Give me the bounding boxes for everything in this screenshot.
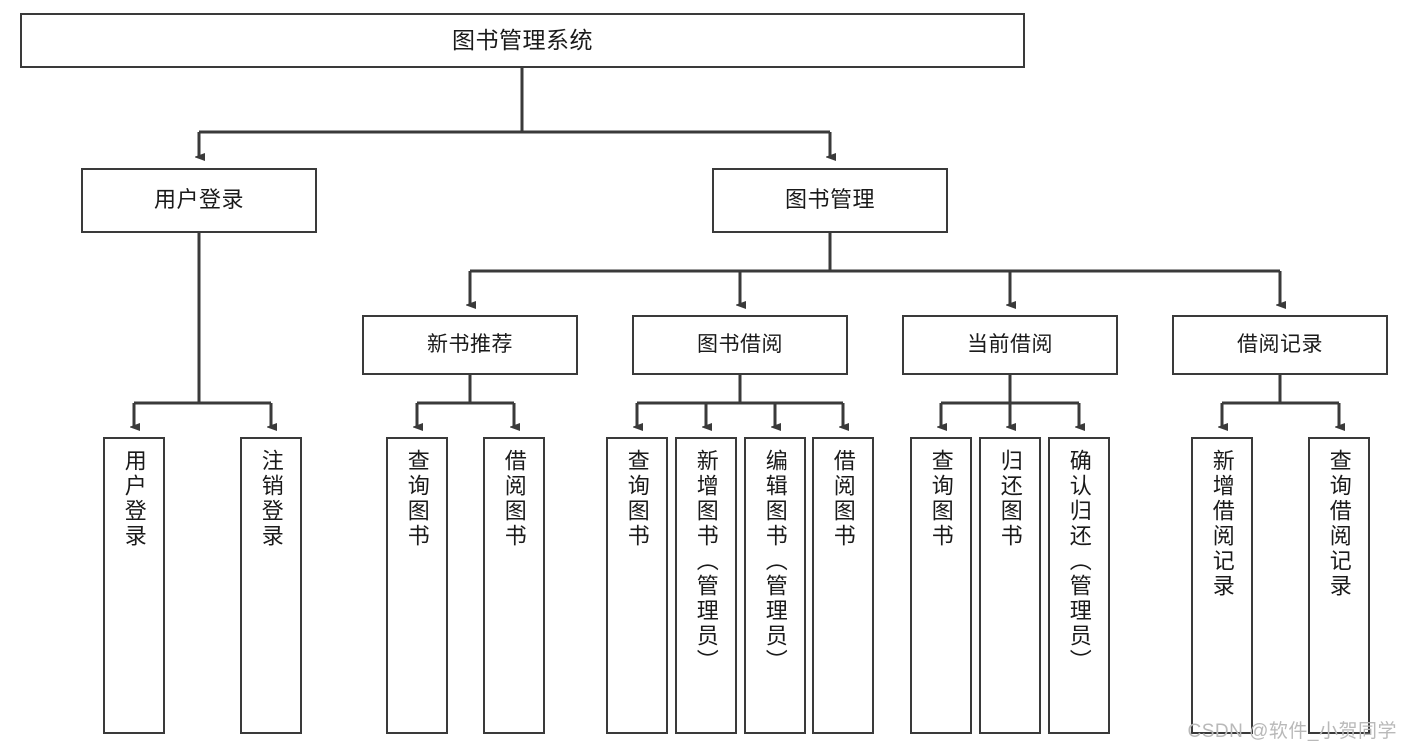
leaf-current-borrow-query-book[interactable]: 查询图书 [910,437,972,734]
watermark-text: CSDN @软件_小贺同学 [1187,721,1397,742]
node-label: 查询借阅记录 [1326,449,1352,599]
node-label: 新书推荐 [427,333,513,357]
node-label: 归还图书 [997,449,1023,549]
node-label: 确认归还（管理员） [1066,449,1092,674]
node-label: 借阅记录 [1237,333,1323,357]
leaf-current-borrow-return-book[interactable]: 归还图书 [979,437,1041,734]
leaf-book-borrow-add-book-admin[interactable]: 新增图书（管理员） [675,437,737,734]
node-book-borrow[interactable]: 图书借阅 [632,315,848,375]
node-label: 查询图书 [404,449,430,549]
node-user-login[interactable]: 用户登录 [81,168,317,233]
node-label: 借阅图书 [501,449,527,549]
node-book-management[interactable]: 图书管理 [712,168,948,233]
node-label: 查询图书 [624,449,650,549]
leaf-current-borrow-confirm-return-admin[interactable]: 确认归还（管理员） [1048,437,1110,734]
node-label: 借阅图书 [830,449,856,549]
leaf-user-login-login[interactable]: 用户登录 [103,437,165,734]
node-label: 用户登录 [153,187,244,213]
node-label: 查询图书 [928,449,954,549]
node-label: 图书管理系统 [452,26,593,53]
node-current-borrow[interactable]: 当前借阅 [902,315,1118,375]
leaf-user-login-logout[interactable]: 注销登录 [240,437,302,734]
leaf-borrow-record-query-record[interactable]: 查询借阅记录 [1308,437,1370,734]
node-root-library-system[interactable]: 图书管理系统 [20,13,1025,68]
node-label: 注销登录 [258,449,284,549]
node-label: 用户登录 [121,449,147,549]
leaf-book-borrow-edit-book-admin[interactable]: 编辑图书（管理员） [744,437,806,734]
node-label: 新增借阅记录 [1209,449,1235,599]
leaf-new-book-query-book[interactable]: 查询图书 [386,437,448,734]
node-label: 图书借阅 [697,333,783,357]
leaf-book-borrow-borrow-book[interactable]: 借阅图书 [812,437,874,734]
node-label: 图书管理 [784,187,875,213]
node-label: 新增图书（管理员） [693,449,719,674]
leaf-borrow-record-add-record[interactable]: 新增借阅记录 [1191,437,1253,734]
node-new-book-recommend[interactable]: 新书推荐 [362,315,578,375]
node-label: 当前借阅 [967,333,1053,357]
leaf-book-borrow-query-book[interactable]: 查询图书 [606,437,668,734]
node-borrow-record[interactable]: 借阅记录 [1172,315,1388,375]
leaf-new-book-borrow-book[interactable]: 借阅图书 [483,437,545,734]
node-label: 编辑图书（管理员） [762,449,788,674]
